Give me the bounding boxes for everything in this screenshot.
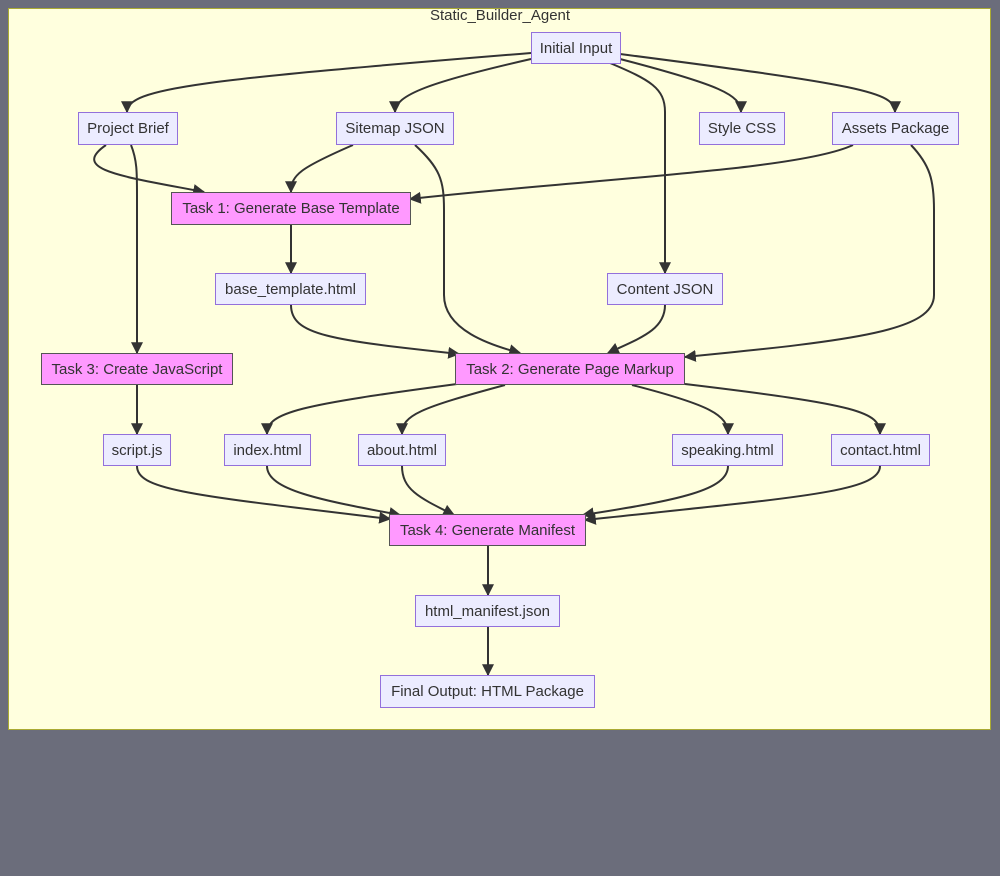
edge-task2-speaking_html — [631, 384, 734, 436]
edge-project_brief-task1 — [93, 144, 206, 196]
node-project-brief[interactable]: Project Brief — [78, 112, 178, 145]
node-task2-generate-page-markup[interactable]: Task 2: Generate Page Markup — [455, 353, 685, 385]
edge-sitemap_json-task2 — [414, 144, 522, 357]
node-task4-generate-manifest[interactable]: Task 4: Generate Manifest — [389, 514, 586, 546]
node-sitemap-json[interactable]: Sitemap JSON — [336, 112, 454, 145]
node-assets-package[interactable]: Assets Package — [832, 112, 959, 145]
edge-assets_package-task2 — [683, 144, 935, 362]
node-contact-html[interactable]: contact.html — [831, 434, 930, 466]
node-style-css[interactable]: Style CSS — [699, 112, 785, 145]
edge-initial_input-assets_package — [619, 53, 901, 114]
node-task3-create-javascript[interactable]: Task 3: Create JavaScript — [41, 353, 233, 385]
edge-assets_package-task1 — [408, 144, 854, 204]
edge-initial_input-sitemap_json — [389, 58, 532, 114]
edge-sitemap_json-task1 — [285, 144, 354, 194]
edge-task2-contact_html — [684, 383, 886, 436]
edge-project_brief-task3 — [130, 144, 143, 355]
edge-script_js-task4 — [136, 465, 392, 524]
edge-content_json-task2 — [606, 304, 666, 354]
node-html-manifest-json[interactable]: html_manifest.json — [415, 595, 560, 627]
edge-task2-about_html — [396, 384, 506, 436]
node-task1-generate-base-template[interactable]: Task 1: Generate Base Template — [171, 192, 411, 225]
edge-initial_input-content_json — [609, 62, 671, 275]
node-base-template-html[interactable]: base_template.html — [215, 273, 366, 305]
node-script-js[interactable]: script.js — [103, 434, 171, 466]
node-speaking-html[interactable]: speaking.html — [672, 434, 783, 466]
node-index-html[interactable]: index.html — [224, 434, 311, 466]
node-about-html[interactable]: about.html — [358, 434, 446, 466]
edge-initial_input-project_brief — [121, 52, 532, 114]
edge-speaking_html-task4 — [581, 465, 729, 520]
edge-index_html-task4 — [266, 465, 402, 519]
node-final-output-html-package[interactable]: Final Output: HTML Package — [380, 675, 595, 708]
edge-base_template-task2 — [290, 304, 461, 359]
node-initial-input[interactable]: Initial Input — [531, 32, 621, 64]
edge-task2-index_html — [261, 383, 458, 436]
edge-contact_html-task4 — [583, 465, 881, 525]
edge-initial_input-style_css — [619, 58, 747, 114]
edge-about_html-task4 — [401, 465, 456, 516]
node-content-json[interactable]: Content JSON — [607, 273, 723, 305]
